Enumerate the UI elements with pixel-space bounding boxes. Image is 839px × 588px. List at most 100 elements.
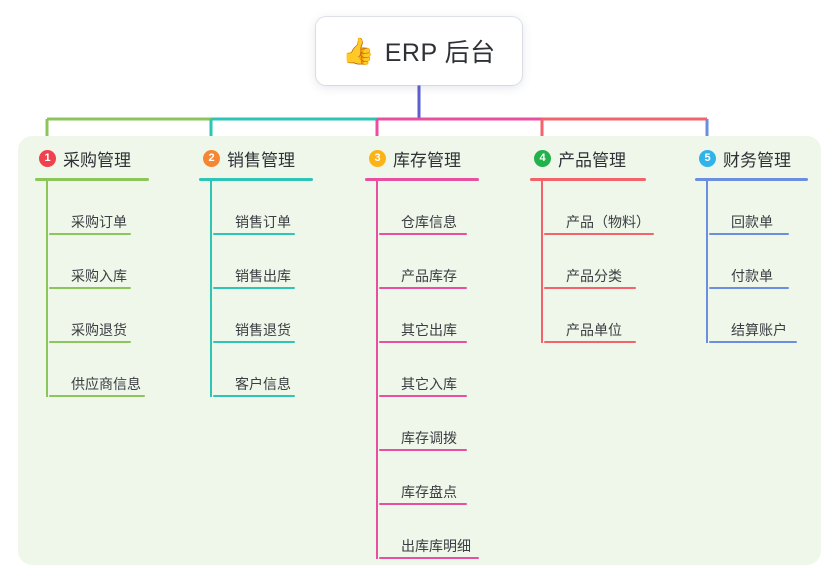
- leaf-item[interactable]: 采购订单: [49, 181, 185, 235]
- leaf-item-label: 销售退货: [235, 322, 291, 338]
- branch-header-rule-2: [199, 178, 313, 181]
- leaf-item-rule: [49, 233, 131, 235]
- leaf-item-rule: [544, 341, 636, 343]
- thumbs-up-icon: 👍: [342, 36, 375, 66]
- branch-items-2: 销售订单销售出库销售退货客户信息: [199, 181, 349, 397]
- branch-spine-2: [210, 181, 212, 397]
- leaf-item-rule: [213, 233, 295, 235]
- leaf-item[interactable]: 付款单: [709, 235, 825, 289]
- branch-badge-3: 3: [369, 149, 386, 167]
- branch-title-1: 采购管理: [63, 150, 131, 170]
- branch-items-5: 回款单付款单结算账户: [695, 181, 825, 343]
- leaf-item-rule: [49, 395, 145, 397]
- leaf-item-rule: [709, 287, 789, 289]
- leaf-item-label: 销售订单: [235, 214, 291, 230]
- branch-header-rule-3: [365, 178, 479, 181]
- leaf-item-label: 产品分类: [566, 268, 622, 284]
- leaf-item-label: 其它出库: [401, 322, 457, 338]
- leaf-item-label: 其它入库: [401, 376, 457, 392]
- branch-items-1: 采购订单采购入库采购退货供应商信息: [35, 181, 185, 397]
- branch-badge-1: 1: [39, 149, 56, 167]
- branch-header-rule-5: [695, 178, 808, 181]
- branch-badge-4: 4: [534, 149, 551, 167]
- branches-panel: [18, 136, 821, 565]
- leaf-item-rule: [379, 449, 467, 451]
- leaf-item[interactable]: 结算账户: [709, 289, 825, 343]
- branch-column-1: 1 采购管理采购订单采购入库采购退货供应商信息: [35, 145, 185, 397]
- branch-header-rule-4: [530, 178, 646, 181]
- leaf-item-rule: [213, 395, 295, 397]
- leaf-item[interactable]: 销售订单: [213, 181, 349, 235]
- leaf-item[interactable]: 客户信息: [213, 343, 349, 397]
- leaf-item[interactable]: 采购退货: [49, 289, 185, 343]
- leaf-item[interactable]: 出库库明细: [379, 505, 515, 559]
- leaf-item-label: 采购入库: [71, 268, 127, 284]
- branch-header-3[interactable]: 3 库存管理: [365, 145, 515, 171]
- leaf-item-rule: [379, 287, 467, 289]
- branch-title-4: 产品管理: [558, 150, 626, 170]
- branch-column-2: 2 销售管理销售订单销售出库销售退货客户信息: [199, 145, 349, 397]
- leaf-item[interactable]: 回款单: [709, 181, 825, 235]
- leaf-item[interactable]: 产品库存: [379, 235, 515, 289]
- leaf-item[interactable]: 供应商信息: [49, 343, 185, 397]
- leaf-item-label: 产品库存: [401, 268, 457, 284]
- branch-items-3: 仓库信息产品库存其它出库其它入库库存调拨库存盘点出库库明细: [365, 181, 515, 559]
- leaf-item-label: 供应商信息: [71, 376, 141, 392]
- branch-header-5[interactable]: 5 财务管理: [695, 145, 825, 171]
- branch-header-1[interactable]: 1 采购管理: [35, 145, 185, 171]
- leaf-item-rule: [544, 233, 654, 235]
- leaf-item[interactable]: 库存调拨: [379, 397, 515, 451]
- leaf-item-label: 销售出库: [235, 268, 291, 284]
- branch-column-4: 4 产品管理产品（物料） 产品分类产品单位: [530, 145, 680, 343]
- leaf-item-label: 产品单位: [566, 322, 622, 338]
- leaf-item-rule: [709, 233, 789, 235]
- branch-header-2[interactable]: 2 销售管理: [199, 145, 349, 171]
- root-node-card[interactable]: 👍 ERP 后台: [316, 17, 522, 85]
- leaf-item-label: 回款单: [731, 214, 773, 230]
- branch-column-5: 5 财务管理回款单付款单结算账户: [695, 145, 825, 343]
- leaf-item-rule: [544, 287, 636, 289]
- leaf-item-rule: [379, 557, 479, 559]
- branch-column-3: 3 库存管理仓库信息产品库存其它出库其它入库库存调拨库存盘点出库库明细: [365, 145, 515, 559]
- branch-spine-3: [376, 181, 378, 559]
- leaf-item-label: 产品（物料）: [566, 214, 650, 230]
- branch-badge-2: 2: [203, 149, 220, 167]
- leaf-item[interactable]: 其它入库: [379, 343, 515, 397]
- branch-badge-5: 5: [699, 149, 716, 167]
- leaf-item[interactable]: 产品单位: [544, 289, 680, 343]
- leaf-item-label: 仓库信息: [401, 214, 457, 230]
- leaf-item-rule: [379, 233, 467, 235]
- leaf-item-label: 采购订单: [71, 214, 127, 230]
- leaf-item[interactable]: 其它出库: [379, 289, 515, 343]
- branch-header-rule-1: [35, 178, 149, 181]
- leaf-item-label: 客户信息: [235, 376, 291, 392]
- leaf-item-rule: [213, 341, 295, 343]
- leaf-item[interactable]: 产品（物料）: [544, 181, 680, 235]
- leaf-item-rule: [49, 341, 131, 343]
- branch-title-5: 财务管理: [723, 150, 791, 170]
- branch-header-4[interactable]: 4 产品管理: [530, 145, 680, 171]
- leaf-item[interactable]: 库存盘点: [379, 451, 515, 505]
- leaf-item[interactable]: 采购入库: [49, 235, 185, 289]
- leaf-item[interactable]: 销售出库: [213, 235, 349, 289]
- branch-title-3: 库存管理: [393, 150, 461, 170]
- leaf-item-rule: [379, 341, 467, 343]
- leaf-item[interactable]: 销售退货: [213, 289, 349, 343]
- leaf-item[interactable]: 仓库信息: [379, 181, 515, 235]
- leaf-item-rule: [213, 287, 295, 289]
- root-node-title: ERP 后台: [384, 39, 496, 67]
- leaf-item-rule: [379, 395, 467, 397]
- branch-items-4: 产品（物料） 产品分类产品单位: [530, 181, 680, 343]
- leaf-item-rule: [709, 341, 797, 343]
- branch-spine-5: [706, 181, 708, 343]
- leaf-item-label: 采购退货: [71, 322, 127, 338]
- leaf-item-label: 出库库明细: [401, 538, 471, 554]
- branch-spine-4: [541, 181, 543, 343]
- leaf-item-rule: [49, 287, 131, 289]
- branch-title-2: 销售管理: [227, 150, 295, 170]
- leaf-item-label: 库存盘点: [401, 484, 457, 500]
- leaf-item-label: 库存调拨: [401, 430, 457, 446]
- leaf-item[interactable]: 产品分类: [544, 235, 680, 289]
- leaf-item-label: 付款单: [731, 268, 773, 284]
